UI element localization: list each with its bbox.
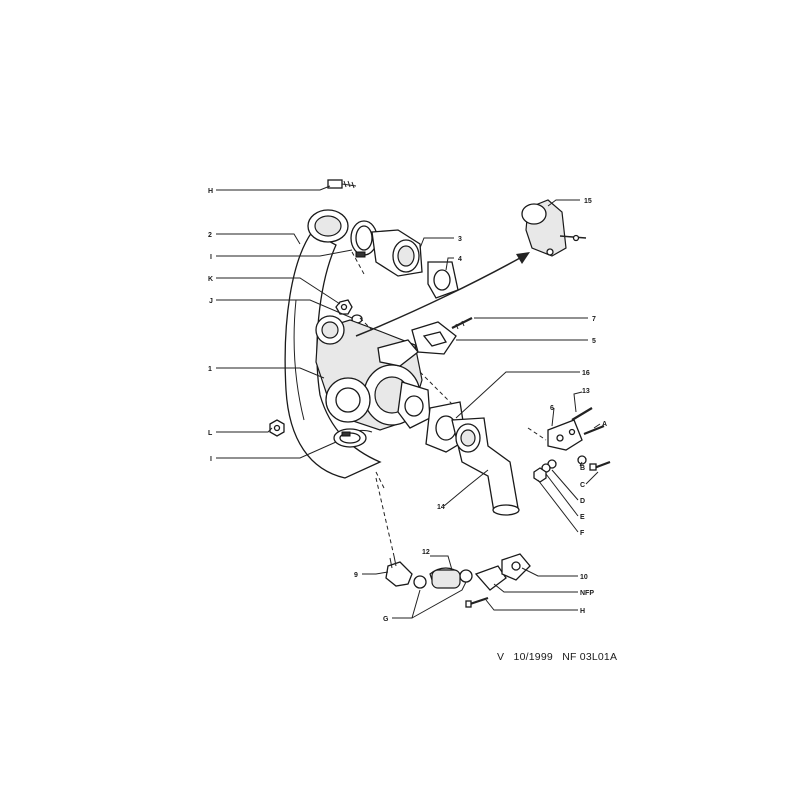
callout-D: D (580, 498, 585, 505)
bolt-part-A (583, 424, 605, 436)
nut-part-F (533, 467, 547, 483)
leader-lines (216, 185, 601, 619)
pipe-part-2 (284, 209, 382, 479)
exhaust-elbow-part-14 (451, 417, 520, 516)
drawing-reference: V 10/1999 NF 03L01A (497, 651, 618, 663)
callout-7: 7 (592, 316, 596, 323)
callout-K: K (208, 276, 213, 283)
callout-2: 2 (208, 232, 212, 239)
callout-14: 14 (437, 504, 445, 511)
washer-part-B (577, 455, 587, 465)
callout-H-top: H (208, 188, 213, 195)
callout-5: 5 (592, 338, 596, 345)
callout-A: A (602, 421, 607, 428)
callout-16: 16 (582, 370, 590, 377)
callout-I-top: I (210, 254, 212, 261)
callout-10: 10 (580, 574, 588, 581)
callout-13: 13 (582, 388, 590, 395)
clamp-part-I-bottom (333, 428, 367, 448)
callout-1: 1 (208, 366, 212, 373)
assembly-arrow (355, 252, 530, 337)
callout-F: F (580, 530, 585, 537)
turbocharger-part-1 (315, 315, 431, 441)
callout-B: B (580, 465, 585, 472)
callout-NFP: NFP (580, 590, 594, 597)
hose-part-12 (429, 567, 461, 589)
callout-15: 15 (584, 198, 592, 205)
nut-part-L (269, 419, 285, 437)
callout-9: 9 (354, 572, 358, 579)
callout-H-bottom: H (580, 608, 585, 615)
callout-E: E (580, 514, 585, 521)
bolt-part-C (589, 460, 611, 471)
callout-3: 3 (458, 236, 462, 243)
callout-C: C (580, 482, 585, 489)
gasket-part-5 (411, 321, 457, 355)
callout-4: 4 (458, 256, 462, 263)
bolt-part-13 (571, 407, 593, 421)
bolt-part-H-bottom (465, 596, 489, 608)
actuator-part-15 (521, 199, 587, 257)
bolt-part-H-top (327, 179, 357, 189)
elbow-part-3 (371, 229, 423, 277)
bracket-part-6 (547, 419, 583, 451)
callout-12: 12 (422, 549, 430, 556)
callout-L: L (208, 430, 213, 437)
callout-6: 6 (550, 405, 554, 412)
callout-I-bottom: I (210, 456, 212, 463)
clamp-part-I-top (350, 220, 378, 258)
seal-part-G (413, 569, 473, 589)
gasket-part-4 (427, 261, 459, 299)
callout-G: G (383, 616, 389, 623)
flange-pipe-part-10 (474, 553, 531, 591)
callout-J: J (209, 298, 213, 305)
stud-part-7 (451, 317, 473, 330)
union-part-9 (385, 555, 413, 587)
